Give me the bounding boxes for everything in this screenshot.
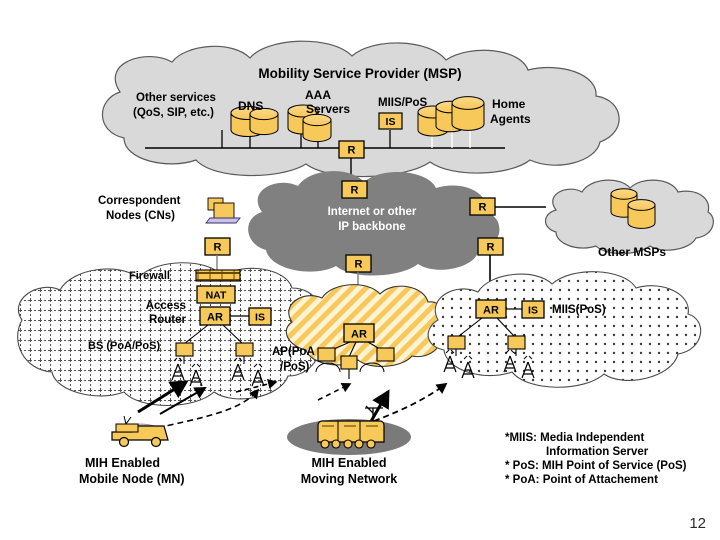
mobile-node-icon	[111, 415, 169, 448]
server-dns-cyl	[249, 107, 279, 136]
handover-arrows	[137, 378, 448, 435]
link-ar-bs1	[183, 324, 209, 345]
label-ap-line1: AP(PoA	[272, 346, 315, 358]
legend-line-1: *MIIS: Media Independent	[505, 432, 644, 444]
label-mobile-node-line2: Mobile Node (MN)	[79, 472, 185, 486]
is-box-right[interactable]: IS	[521, 300, 545, 319]
router-msp-bus[interactable]: R	[338, 140, 365, 159]
right-ap-box-1[interactable]	[447, 335, 466, 350]
label-miis-pos-right: MIIS(PoS)	[552, 304, 606, 316]
svg-text:AR: AR	[483, 305, 499, 317]
label-bs-poa-pos: BS (PoA/PoS)	[88, 340, 160, 352]
ap-box-1[interactable]	[317, 347, 336, 362]
label-home-agents-line2: Agents	[490, 112, 531, 126]
is-box-left[interactable]: IS	[248, 307, 272, 326]
svg-text:NAT: NAT	[206, 290, 227, 302]
other-msps-servers	[610, 188, 656, 229]
legend-line-2: Information Server	[546, 446, 649, 458]
left-access-network-cloud	[17, 262, 322, 406]
server-home-agent-3	[451, 96, 485, 131]
other-msps-cloud: Other MSPs	[544, 179, 714, 259]
router-cn-access[interactable]: R	[204, 237, 231, 256]
router-right-access[interactable]: R	[477, 237, 504, 256]
label-firewall: Firewall	[129, 270, 170, 282]
label-mobile-node-line1: MIH Enabled	[85, 456, 160, 470]
label-access-router-line1: Access	[146, 300, 186, 312]
label-miis-pos: MIIS/PoS	[378, 97, 428, 109]
nat-box[interactable]: NAT	[196, 285, 236, 304]
label-correspondent-nodes-line1: Correspondent	[98, 195, 181, 207]
firewall-icon[interactable]	[195, 269, 241, 282]
label-other-msps: Other MSPs	[598, 245, 666, 259]
page-number: 12	[689, 515, 706, 532]
svg-text:IS: IS	[528, 305, 538, 317]
right-ap-box-2[interactable]	[507, 335, 526, 350]
svg-text:IS: IS	[255, 312, 265, 324]
legend-line-3: * PoS: MIH Point of Service (PoS)	[505, 460, 687, 472]
svg-text:R: R	[487, 242, 495, 254]
svg-text:R: R	[479, 202, 487, 214]
link-hatched-ar-ap2	[348, 341, 357, 358]
label-access-router-line2: Router	[149, 314, 187, 326]
ap-box-3[interactable]	[376, 347, 395, 362]
ar-box-right[interactable]: AR	[475, 299, 507, 319]
bs-box-2[interactable]	[235, 342, 254, 357]
label-moving-network-line1: MIH Enabled	[311, 456, 386, 470]
link-right-ar-ap1	[458, 317, 483, 337]
server-aaa-front	[302, 113, 332, 143]
backbone-label-line1: Internet or other	[328, 206, 417, 218]
backbone-cloud: Internet or other IP backbone	[248, 171, 500, 276]
antenna-towers-right	[443, 349, 535, 379]
link-right-ar-ap2	[496, 317, 515, 337]
svg-text:AR: AR	[351, 329, 367, 341]
correspondent-node-laptops	[205, 197, 241, 224]
router-other-msp[interactable]: R	[469, 197, 496, 216]
svg-text:R: R	[351, 185, 359, 197]
label-home-agents-line1: Home	[492, 97, 526, 111]
label-other-services-line2: (QoS, SIP, etc.)	[133, 107, 214, 119]
svg-text:R: R	[355, 259, 363, 271]
svg-text:R: R	[214, 242, 222, 254]
legend: *MIIS: Media Independent Information Ser…	[505, 432, 687, 486]
msp-cloud: Mobility Service Provider (MSP)	[101, 40, 620, 178]
svg-text:AR: AR	[207, 312, 223, 324]
backbone-label-line2: IP backbone	[338, 221, 406, 233]
antenna-towers-left	[171, 357, 265, 387]
router-backbone-top[interactable]: R	[341, 180, 368, 199]
bs-box-1[interactable]	[175, 342, 194, 357]
label-aaa-line2: Servers	[306, 102, 350, 116]
ap-box-2[interactable]	[340, 355, 358, 370]
svg-text:R: R	[348, 145, 356, 157]
label-ap-line2: /PoS)	[280, 361, 310, 373]
router-backbone-bottom[interactable]: R	[345, 254, 372, 273]
label-other-services-line1: Other services	[136, 92, 216, 104]
ar-box-left[interactable]: AR	[199, 306, 231, 326]
label-dns: DNS	[238, 99, 263, 113]
label-moving-network-line2: Moving Network	[301, 472, 398, 486]
label-correspondent-nodes-line2: Nodes (CNs)	[106, 210, 175, 222]
is-box-msp[interactable]: IS	[378, 112, 403, 130]
legend-line-4: * PoA: Point of Attachement	[505, 474, 658, 486]
ar-box-hatched[interactable]: AR	[343, 323, 375, 343]
link-ar-bs2	[222, 324, 244, 345]
moving-network-icon	[287, 405, 411, 455]
label-aaa-line1: AAA	[305, 88, 331, 102]
msp-cloud-title: Mobility Service Provider (MSP)	[258, 66, 461, 81]
svg-text:IS: IS	[386, 116, 396, 128]
ap-coverage-arcs	[315, 362, 385, 373]
